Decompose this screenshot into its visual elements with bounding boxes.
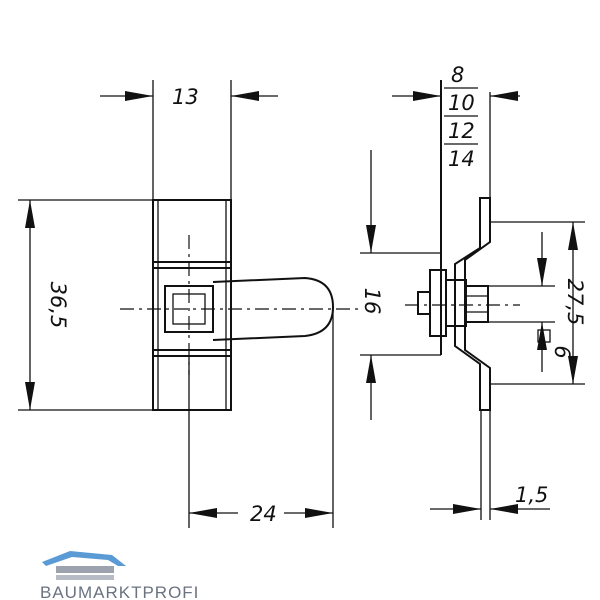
lock-housing <box>429 269 447 337</box>
latch-tongue <box>212 276 335 341</box>
side-view <box>405 80 520 520</box>
dimension-24: 24 <box>188 310 334 528</box>
dimension-square-6: 6 <box>488 232 574 372</box>
dimension-thickness: 8 10 12 14 <box>392 63 520 198</box>
dimension-16: 16 <box>360 150 441 420</box>
dim-label-16: 16 <box>360 288 384 315</box>
dimension-13: 13 <box>100 80 278 200</box>
baumarktprofi-logo: BAUMARKTPROFI <box>40 551 199 600</box>
dimension-1-5: 1,5 <box>430 483 550 514</box>
logo-roof-icon <box>42 551 126 566</box>
dim-label-27-5: 27,5 <box>563 279 587 326</box>
nut <box>465 285 489 323</box>
dim-label-24: 24 <box>250 502 277 526</box>
dim-label-13: 13 <box>172 85 199 109</box>
dim-label-6: 6 <box>550 345 574 358</box>
mounting-bracket <box>454 197 491 411</box>
dim-label-14: 14 <box>448 147 475 171</box>
logo-text: BAUMARKTPROFI <box>40 583 199 600</box>
dimension-36-5: 36,5 <box>18 199 153 411</box>
lock-body <box>152 199 232 411</box>
front-view <box>120 199 360 411</box>
dim-label-10: 10 <box>448 91 475 115</box>
dim-label-36-5: 36,5 <box>46 282 70 329</box>
dim-label-12: 12 <box>448 119 475 143</box>
dim-label-8: 8 <box>451 63 464 87</box>
dimension-27-5: 27,5 <box>490 221 587 385</box>
dim-label-1-5: 1,5 <box>515 483 548 507</box>
